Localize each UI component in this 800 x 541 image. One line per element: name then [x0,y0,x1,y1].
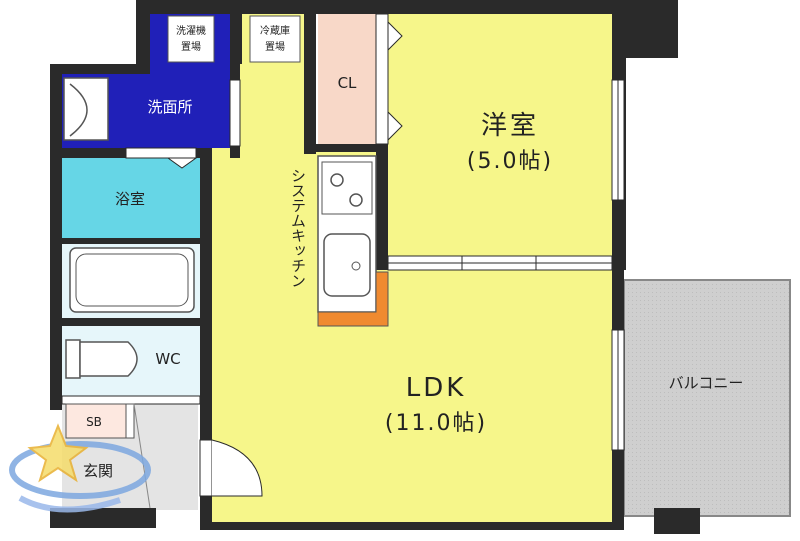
balcony-name: バルコニー [669,374,744,392]
washer-space-line2: 置場 [181,40,201,53]
kitchen-name: システムキッチン [289,168,307,288]
washer-space-line1: 洗濯機 [176,24,206,37]
washer-space-box [167,15,215,63]
western-room-name: 洋室 [481,111,539,141]
door-washroom [229,79,241,147]
fridge-space-line1: 冷蔵庫 [260,24,290,37]
ldk-name: LDK [406,373,467,403]
shoe-box-name: SB [86,415,102,429]
bath-floor [62,158,200,238]
western-room-size: (5.0帖) [467,149,553,174]
closet-doors [375,13,403,145]
ldk-size: (11.0帖) [385,411,487,436]
watermark-logo [9,423,151,513]
system-kitchen [317,155,389,327]
bathtub [69,247,195,313]
washbasin [63,77,109,141]
bath-name: 浴室 [115,190,145,208]
fridge-space-line2: 置場 [265,40,285,53]
ldk-floor [212,270,612,528]
entrance-door [199,439,263,497]
entrance-name: 玄関 [83,462,113,480]
fridge-space-box [249,15,301,63]
toilet-name: WC [155,350,180,368]
toilet-fixture [65,339,138,379]
toilet-door [61,395,201,405]
washroom-name: 洗面所 [147,98,192,116]
closet-floor [318,12,376,144]
sliding-door [387,255,613,271]
door-bath-top [125,147,197,159]
closet-name: CL [338,74,357,92]
shoe-box [65,403,135,439]
western-room-floor [386,12,612,270]
balcony-floor [623,279,791,517]
fridge-wall-strip [238,14,242,64]
